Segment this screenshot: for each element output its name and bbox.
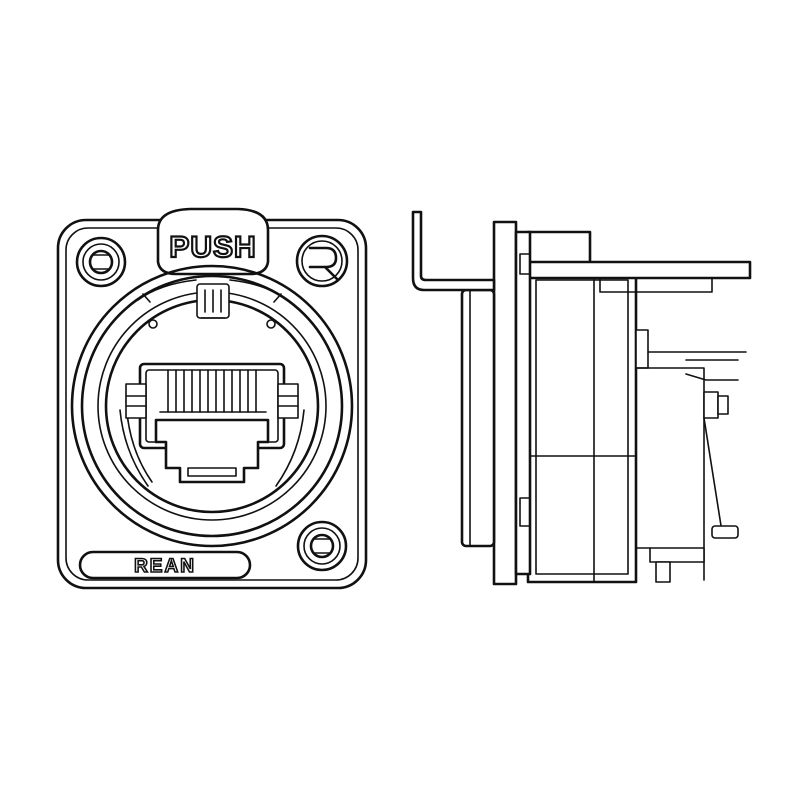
latch-arc-right xyxy=(229,279,289,301)
brand-label: REAN xyxy=(134,556,196,577)
bracket-leg xyxy=(411,210,496,292)
brand-plaque xyxy=(78,550,252,580)
push-label: PUSH xyxy=(169,231,256,264)
mount-hole-bottom-right xyxy=(296,520,348,572)
rj45-contact-pins xyxy=(167,369,257,413)
brand-r-logo-icon xyxy=(295,234,349,288)
clip-dot-right xyxy=(266,319,276,329)
side-view xyxy=(411,210,752,586)
clip-dot-left xyxy=(148,319,158,329)
latch-arc-left xyxy=(137,279,197,301)
pcb-pin-angled xyxy=(703,417,723,533)
side-nose xyxy=(460,288,496,548)
housing-ring-2 xyxy=(80,274,344,538)
rj45-jack xyxy=(125,362,299,484)
side-flange xyxy=(492,220,518,586)
mounting-bracket xyxy=(526,260,752,280)
front-view: PUSH REAN xyxy=(56,207,368,590)
pcb-pin-bottom xyxy=(655,561,671,583)
mount-hole-top-left xyxy=(75,236,127,288)
rj45-key-slot xyxy=(154,418,270,484)
rear-body xyxy=(526,270,638,584)
housing-ring-outer xyxy=(70,264,354,548)
